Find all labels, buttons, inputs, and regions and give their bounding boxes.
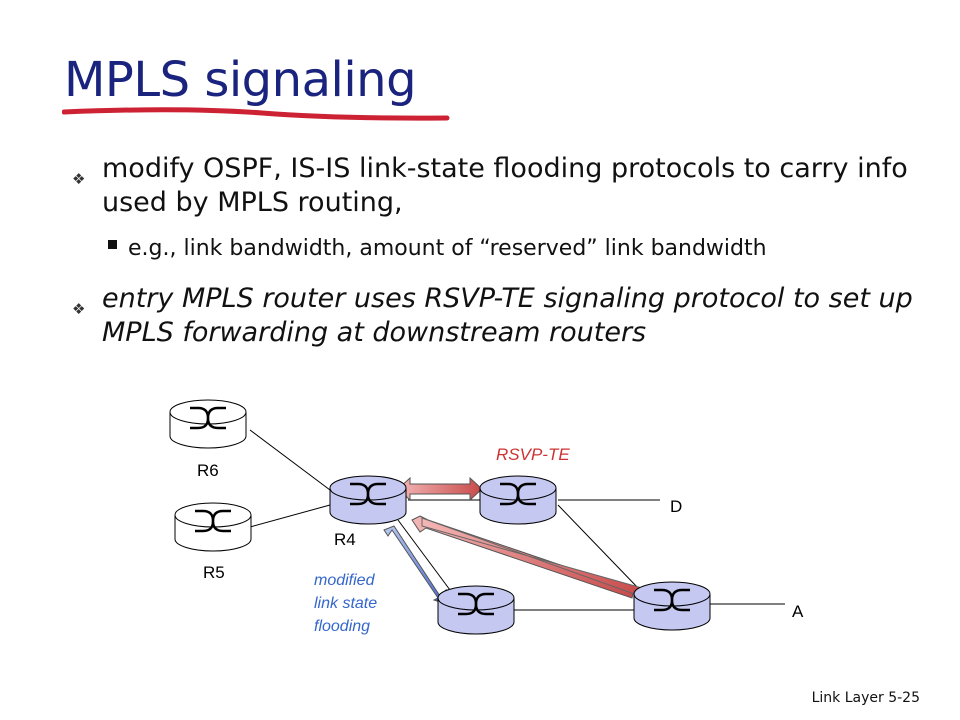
square-bullet-icon <box>108 240 117 249</box>
router-bottom-right <box>633 581 711 631</box>
flood-label-line: modified <box>314 572 376 589</box>
router-r6 <box>169 399 247 449</box>
footer-chapter: Link Layer <box>811 690 884 706</box>
sub-bullet-text: e.g., link bandwidth, amount of “reserve… <box>128 236 767 261</box>
sub-bullet-bandwidth: e.g., link bandwidth, amount of “reserve… <box>108 236 908 261</box>
slide-footer: Link Layer 5-25 <box>812 690 920 706</box>
label-rsvp-te: RSVP-TE <box>496 445 570 464</box>
bullet-text: modify OSPF, IS-IS link-state flooding p… <box>102 153 908 218</box>
flood-label-line: link state <box>314 595 377 612</box>
label-r5: R5 <box>203 563 225 582</box>
router-r5 <box>174 502 252 552</box>
router-r4 <box>329 475 407 525</box>
flooding-arrow <box>383 525 447 605</box>
rsvp-arrow <box>397 476 643 599</box>
label-d: D <box>670 497 682 516</box>
label-r6: R6 <box>197 461 219 480</box>
router-bottom-left <box>437 585 515 635</box>
footer-page: 5-25 <box>888 690 920 706</box>
network-links <box>249 429 785 611</box>
bullet-rsvp: ❖ entry MPLS router uses RSVP-TE signali… <box>72 282 922 350</box>
slide-title: MPLS signaling <box>64 52 417 108</box>
flood-label-line: flooding <box>314 618 370 635</box>
bullet-ospf: ❖ modify OSPF, IS-IS link-state flooding… <box>72 152 912 220</box>
diamond-bullet-icon: ❖ <box>72 170 86 188</box>
title-underline <box>62 107 450 121</box>
label-r4: R4 <box>334 530 356 549</box>
router-mid <box>479 475 557 525</box>
label-a: A <box>792 602 804 621</box>
diamond-bullet-icon: ❖ <box>72 300 86 318</box>
bullet-text: entry MPLS router uses RSVP-TE signaling… <box>102 283 913 348</box>
